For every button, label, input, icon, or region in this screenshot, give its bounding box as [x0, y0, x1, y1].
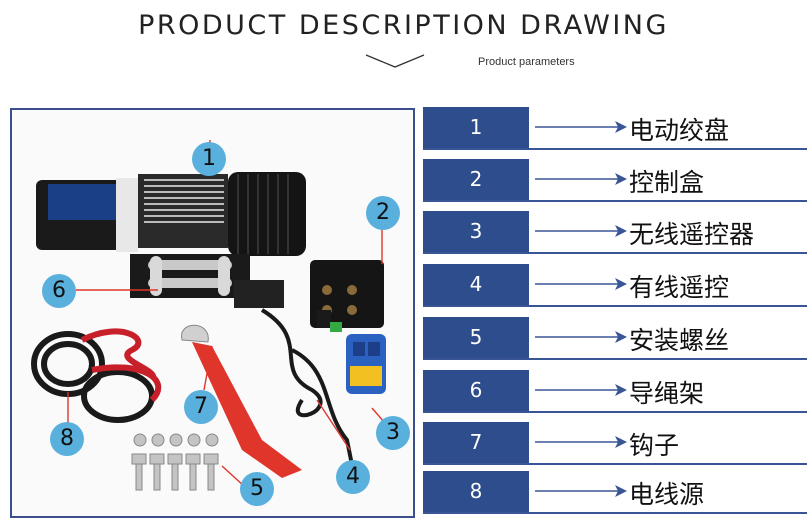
- row-divider: [423, 358, 807, 360]
- wired-remote-drawing: [260, 308, 359, 491]
- part-number: 2: [423, 159, 529, 200]
- arrow-right-icon: [535, 173, 627, 185]
- control-box-drawing: [234, 260, 384, 328]
- part-name: 有线遥控: [629, 273, 730, 302]
- row-divider: [423, 512, 807, 514]
- callout-1: 1: [192, 142, 226, 176]
- product-illustration: 4500: [31, 140, 386, 491]
- part-name: 导绳架: [629, 379, 705, 408]
- arrow-right-icon: [535, 278, 627, 290]
- part-row-2: 2 控制盒: [423, 159, 807, 202]
- page-title: PRODUCT DESCRIPTION DRAWING: [138, 10, 669, 41]
- callout-4: 4: [336, 460, 370, 494]
- product-photo: 4500: [10, 108, 415, 518]
- part-name: 安装螺丝: [629, 326, 730, 355]
- arrow-right-icon: [535, 331, 627, 343]
- callout-5: 5: [240, 472, 274, 506]
- winch-drawing: 4500: [36, 172, 306, 298]
- arrow-right-icon: [535, 225, 627, 237]
- wireless-remote-drawing: [346, 334, 386, 394]
- arrow-right-icon: [535, 485, 627, 497]
- part-name: 电线源: [629, 480, 705, 509]
- chevron-down-icon: [365, 54, 425, 68]
- part-row-5: 5 安装螺丝: [423, 317, 807, 360]
- part-name: 无线遥控器: [629, 220, 755, 249]
- part-row-6: 6 导绳架: [423, 370, 807, 413]
- part-name: 钩子: [629, 431, 680, 460]
- bolts-drawing: [131, 433, 219, 491]
- part-number: 3: [423, 211, 529, 252]
- callout-6: 6: [42, 274, 76, 308]
- part-row-7: 7 钩子: [423, 422, 807, 465]
- power-cable-drawing: [31, 328, 162, 423]
- row-divider: [423, 252, 807, 254]
- part-number: 1: [423, 107, 529, 148]
- arrow-right-icon: [535, 121, 627, 133]
- row-divider: [423, 305, 807, 307]
- row-divider: [423, 200, 807, 202]
- callout-7: 7: [184, 390, 218, 424]
- callout-8: 8: [50, 422, 84, 456]
- part-row-3: 3 无线遥控器: [423, 211, 807, 254]
- section-subtitle: Product parameters: [478, 56, 575, 68]
- arrow-right-icon: [535, 384, 627, 396]
- callout-2: 2: [366, 196, 400, 230]
- row-divider: [423, 411, 807, 413]
- part-number: 8: [423, 471, 529, 512]
- part-number: 6: [423, 370, 529, 411]
- arrow-right-icon: [535, 436, 627, 448]
- part-row-4: 4 有线遥控: [423, 264, 807, 307]
- part-row-1: 1 电动绞盘: [423, 107, 807, 150]
- part-row-8: 8 电线源: [423, 471, 807, 514]
- row-divider: [423, 148, 807, 150]
- hook-drawing: [181, 324, 302, 478]
- part-number: 4: [423, 264, 529, 305]
- callout-3: 3: [376, 416, 410, 450]
- row-divider: [423, 463, 807, 465]
- part-number: 7: [423, 422, 529, 463]
- part-name: 电动绞盘: [629, 116, 730, 145]
- part-name: 控制盒: [629, 168, 705, 197]
- part-number: 5: [423, 317, 529, 358]
